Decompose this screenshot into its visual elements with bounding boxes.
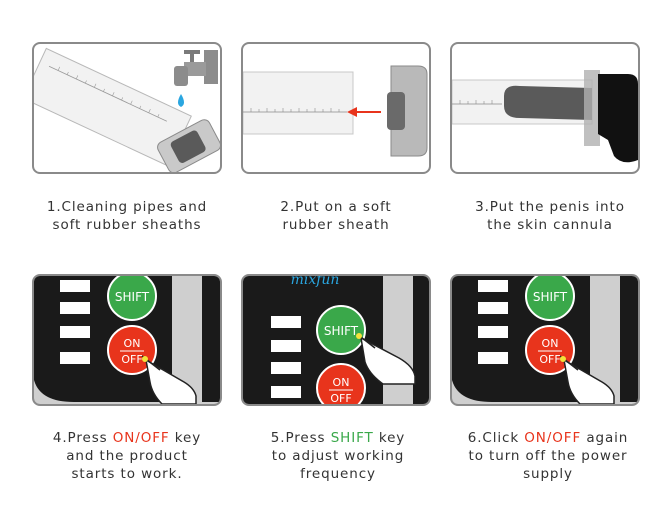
cleaning-illustration [34,47,220,172]
shift-button[interactable]: SHIFT [107,276,157,321]
step-6-caption-line-1: 6.Click ON/OFF again [443,429,653,447]
step-5-illustration: mixfun SHIFT ON OFF [241,274,431,406]
device-shift-illustration: mixfun SHIFT ON OFF [243,276,429,404]
faucet-icon [174,50,218,86]
step-3-illustration [450,42,640,174]
shift-button-label: SHIFT [115,290,150,304]
sheath-illustration [243,65,428,157]
step-3-caption-line-1: 3.Put the penis into [475,199,625,215]
rubber-sheath [387,65,428,157]
arrow-left-icon [347,107,381,117]
pointing-hand-icon [559,355,615,404]
step-6-caption-line-3: supply [523,466,573,482]
power-button[interactable]: ON OFF [525,325,575,375]
device-on-illustration: SHIFT ON OFF [34,276,220,404]
level-indicators [60,280,90,364]
step-4-caption-prefix: 4.Press [52,430,113,446]
step-2-caption-line-1: 2.Put on a soft [280,199,392,215]
step-6-key-label: ON/OFF [524,430,582,446]
step-5-caption-prefix: 5.Press [270,430,331,446]
silhouette-shape [598,74,638,163]
step-4-caption-line-1: 4.Press ON/OFF key [22,429,232,447]
step-5-key-label: SHIFT [330,430,374,446]
step-5-caption-line-3: frequency [300,466,376,482]
step-3-caption: 3.Put the penis into the skin cannula [445,198,655,234]
shift-button-label: SHIFT [324,324,359,338]
level-indicators [271,316,301,398]
device-off-illustration: SHIFT ON OFF [452,276,638,404]
step-4-illustration: SHIFT ON OFF [32,274,222,406]
rubber-sheath [584,70,600,146]
insert-shape [504,85,592,120]
shift-button[interactable]: SHIFT [525,276,575,321]
device-housing [452,380,638,404]
cylinder-tube [243,71,354,135]
power-button[interactable]: ON OFF [316,363,366,404]
pointing-hand-icon [141,355,197,404]
step-6-caption-suffix: again [581,430,629,446]
step-3-caption-line-2: the skin cannula [487,217,613,233]
water-drop-icon [178,94,184,107]
power-on-label: ON [124,337,141,350]
shift-button-label: SHIFT [533,290,568,304]
step-6-caption-line-2: to turn off the power [468,448,628,464]
insert-illustration [452,70,638,163]
step-2-caption: 2.Put on a soft rubber sheath [231,198,441,234]
device-housing [34,380,220,404]
step-2-caption-line-2: rubber sheath [282,217,390,233]
device-housing [383,276,413,404]
step-4-caption: 4.Press ON/OFF key and the product start… [22,429,232,483]
step-4-caption-line-2: and the product [66,448,188,464]
step-2-illustration [241,42,431,174]
power-on-label: ON [542,337,559,350]
shift-button[interactable]: SHIFT [316,305,366,355]
power-off-label: OFF [121,353,142,366]
step-4-key-label: ON/OFF [112,430,170,446]
step-5-caption-suffix: key [373,430,406,446]
step-5-caption-line-1: 5.Press SHIFT key [233,429,443,447]
pointing-hand-icon [356,333,416,385]
step-6-illustration: SHIFT ON OFF [450,274,640,406]
step-5-caption-line-2: to adjust working [271,448,405,464]
level-indicators [478,280,508,364]
step-6-caption: 6.Click ON/OFF again to turn off the pow… [443,429,653,483]
tube-scale [48,65,167,122]
step-1-caption: 1.Cleaning pipes and soft rubber sheaths [22,198,232,234]
power-on-label: ON [333,376,350,389]
step-1-caption-line-2: soft rubber sheaths [52,217,202,233]
step-4-caption-suffix: key [169,430,202,446]
power-off-label: OFF [539,353,560,366]
rubber-sheath [157,119,220,172]
brand-logo: mixfun [291,276,340,288]
step-6-caption-prefix: 6.Click [467,430,525,446]
step-1-illustration [32,42,222,174]
power-off-label: OFF [330,392,351,404]
step-1-caption-line-1: 1.Cleaning pipes and [46,199,208,215]
step-5-caption: 5.Press SHIFT key to adjust working freq… [233,429,443,483]
power-button[interactable]: ON OFF [107,325,157,375]
step-4-caption-line-3: starts to work. [71,466,183,482]
